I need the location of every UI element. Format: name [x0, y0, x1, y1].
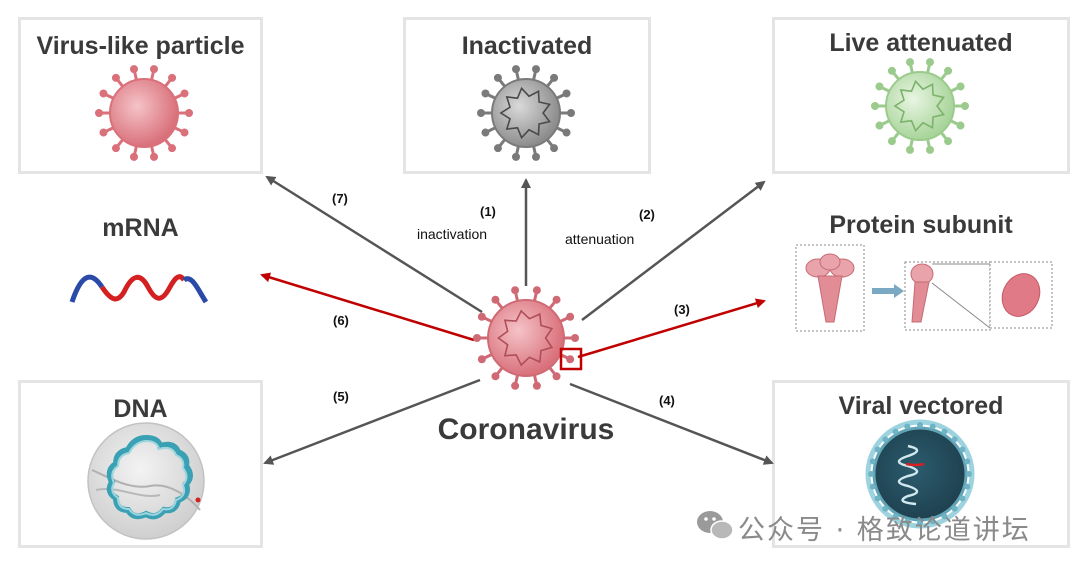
watermark-text: 公众号 · 格致论道讲坛 — [738, 515, 1031, 546]
panel-virus-like-particle: Virus-like particle — [18, 17, 263, 174]
mrna-title: mRNA — [102, 214, 179, 242]
mrna-wave-icon — [69, 274, 209, 304]
panel-title: DNA — [113, 395, 168, 423]
virus-like-particle-icon — [95, 65, 193, 161]
wechat-logo-icon — [697, 511, 734, 540]
arrow-5-number: (5) — [333, 389, 349, 404]
arrow-4-number: (4) — [659, 393, 675, 408]
protein-subunit-illustration — [795, 244, 1053, 332]
arrow-2-number: (2) — [639, 207, 655, 222]
coronavirus-icon — [473, 286, 579, 390]
arrow-6-number: (6) — [333, 313, 349, 328]
arrow-3-number: (3) — [674, 302, 690, 317]
arrow-6 — [260, 272, 475, 342]
panel-title: Virus-like particle — [36, 32, 245, 60]
arrow-5 — [263, 378, 481, 465]
panel-title: Inactivated — [461, 32, 593, 60]
arrow-2 — [581, 180, 766, 321]
live-attenuated-virus-icon — [871, 58, 969, 154]
panel-title: Viral vectored — [838, 392, 1004, 420]
protein-subunit-title: Protein subunit — [829, 211, 1013, 239]
arrow-3 — [577, 298, 766, 359]
panel-title: Live attenuated — [829, 29, 1013, 57]
viral-vector-icon — [865, 419, 975, 529]
dna-plasmid-icon — [87, 422, 205, 540]
arrow-2-text: attenuation — [565, 231, 635, 247]
spike-highlight-box — [559, 347, 583, 371]
arrow-7 — [265, 175, 483, 314]
arrow-1-number: (1) — [480, 204, 496, 219]
arrow-7-number: (7) — [332, 191, 348, 206]
arrow-4 — [569, 382, 774, 465]
coronavirus-label: Coronavirus — [437, 413, 615, 446]
arrow-1-text: inactivation — [417, 226, 488, 242]
inactivated-virus-icon — [477, 65, 575, 161]
